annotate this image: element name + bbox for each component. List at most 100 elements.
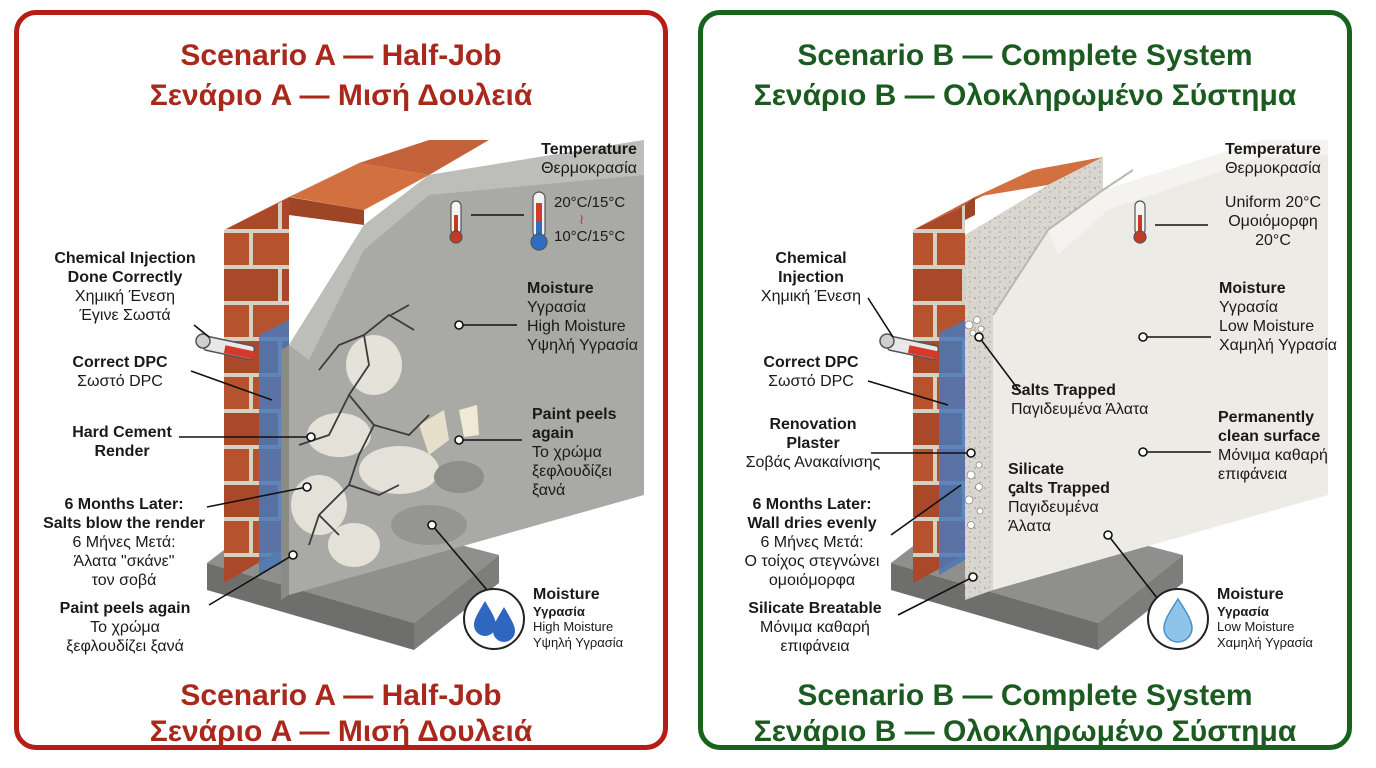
label-paint-peels-right: Paint peels again Το χρώμα ξεφλουδίζει ξ… (532, 405, 616, 500)
trapped-salt-crystals (964, 316, 985, 529)
scenario-a-title-gr: Σενάριο A — Μισή Δουλειά (149, 79, 533, 112)
label-text: Χημική Ένεση (74, 288, 176, 305)
moisture-badge-label: Moisture Υγρασία High Moisture Υψηλή Υγρ… (533, 585, 623, 651)
thermometer-icon (1133, 200, 1147, 244)
label-text: High Moisture (533, 619, 614, 634)
label-correct-dpc: Correct DPC Σωστό DPC (55, 353, 185, 391)
thermometer-icon (530, 191, 548, 251)
label-text: Chemical Injection (54, 250, 196, 267)
label-text: Low Moisture (1219, 318, 1315, 335)
label-text: Correct DPC (72, 354, 168, 371)
label-text: ξεφλουδίζει (532, 463, 612, 480)
temperature-value: Uniform 20°C Ομοιόμορφη 20°C (1208, 193, 1338, 250)
label-text: Salts blow the render (43, 515, 205, 532)
label-text: Το χρώμα (90, 619, 160, 636)
scenario-b-title-gr: Σενάριο B — Ολοκληρωμένο Σύστημα (753, 79, 1297, 112)
label-text: επιφάνεια (1218, 466, 1288, 483)
label-text: Υψηλή Υγρασία (533, 635, 624, 650)
leader-dots (966, 332, 1148, 582)
label-renovation-plaster: Renovation Plaster Σοβάς Ανακαίνισης (723, 415, 903, 472)
label-text: Υγρασία (527, 299, 586, 316)
label-text: Moisture (533, 586, 600, 603)
label-text: Θερμοκρασία (1225, 160, 1321, 177)
label-six-months-later: 6 Months Later: Wall dries evenly 6 Μήνε… (717, 495, 907, 590)
label-text: Temperature (541, 141, 637, 158)
moisture-badge-icon (463, 588, 525, 650)
label-text: Σωστό DPC (77, 373, 163, 390)
scenario-a-footer-en: Scenario A — Half-Job (180, 679, 502, 712)
leader-dots (288, 320, 464, 560)
label-text: Silicate (1008, 461, 1065, 478)
injection-syringe (879, 333, 940, 361)
label-text: clean surface (1218, 428, 1321, 445)
label-text: Χαμηλή Υγρασία (1219, 337, 1338, 354)
silicate-finish-face (993, 140, 1328, 590)
label-text: Chemical (775, 250, 847, 267)
label-six-months-later: 6 Months Later: Salts blow the render 6 … (29, 495, 219, 590)
render-cracks (298, 304, 430, 546)
label-text: Plaster (786, 435, 840, 452)
injection-syringe (195, 333, 256, 361)
label-text: Hard Cement (72, 424, 172, 441)
label-moisture: Moisture Υγρασία Low Moisture Χαμηλή Υγρ… (1219, 279, 1337, 355)
label-text: Υψηλή Υγρασία (527, 337, 638, 354)
label-text: Moisture (1219, 280, 1286, 297)
label-text: 6 Μήνες Μετά: (760, 534, 864, 551)
label-text: Uniform 20°C (1224, 194, 1322, 211)
scenario-b-wall-illustration (867, 140, 1328, 650)
label-text: Low Moisture (1217, 619, 1295, 634)
label-text: τον σοβά (91, 572, 157, 589)
label-text: again (532, 425, 574, 442)
label-text: Έγινε Σωστά (79, 307, 171, 324)
label-temperature: Temperature Θερμοκρασία (1208, 140, 1338, 178)
peeling-paint (391, 405, 484, 545)
label-text: Wall dries evenly (747, 515, 877, 532)
label-chemical-injection: Chemical Injection Χημική Ένεση (741, 249, 881, 306)
label-text: ξεφλουδίζει ξανά (66, 638, 184, 655)
label-text: Done Correctly (67, 269, 183, 286)
thermometer-icon (449, 200, 463, 244)
label-text: Χημική Ένεση (760, 288, 862, 305)
label-text: Άλατα "σκάνε" (73, 553, 175, 570)
temperature-swing-icon: ≀ (579, 211, 585, 227)
label-text: Σοβάς Ανακαίνισης (745, 454, 881, 471)
label-text: Παγιδευμένα (1008, 499, 1099, 516)
label-text: Ο τοίχος στεγνώνει (744, 553, 880, 570)
label-text: 6 Μήνες Μετά: (72, 534, 176, 551)
label-text: Παγιδευμένα Άλατα (1011, 401, 1149, 418)
label-text: Silicate Breatable (748, 600, 882, 617)
label-silicate-salts-trapped: Silicate ꞔalts Trapped Παγιδευμένα Άλατα (1008, 460, 1110, 536)
brick-top (224, 140, 489, 230)
label-paint-peels-bottom: Paint peels again Το χρώμα ξεφλουδίζει ξ… (43, 599, 207, 656)
leader-lines (179, 214, 524, 606)
moisture-badge-label: Moisture Υγρασία Low Moisture Χαμηλή Υγρ… (1217, 585, 1313, 651)
label-text: Permanently (1218, 409, 1315, 426)
scenario-b-panel: Scenario B — Complete System Σενάριο B —… (698, 10, 1352, 750)
brick-top (913, 157, 1103, 230)
label-text: Renovation (769, 416, 857, 433)
label-temperature: Temperature Θερμοκρασία (524, 140, 654, 178)
dpc-band (939, 320, 965, 575)
label-text: 6 Months Later: (752, 496, 872, 513)
label-text: Salts Trapped (1011, 382, 1116, 399)
label-silicate-breatable: Silicate Breatable Μόνιμα καθαρή επιφάνε… (725, 599, 905, 656)
label-permanently-clean-surface: Permanently clean surface Μόνιμα καθαρή … (1218, 408, 1328, 484)
moisture-badge-icon (1147, 588, 1209, 650)
label-text: Render (94, 443, 150, 460)
label-text: Άλατα (1008, 518, 1052, 535)
label-text: Υγρασία (533, 604, 585, 619)
scenario-b-title-en: Scenario B — Complete System (797, 39, 1253, 72)
leader-lines (867, 224, 1211, 616)
label-text: ꞔalts Trapped (1008, 480, 1110, 497)
temperature-value-high: 20°C/15°C (554, 194, 626, 211)
label-chemical-injection: Chemical Injection Done Correctly Χημική… (39, 249, 211, 325)
label-text: Χαμηλή Υγρασία (1217, 635, 1313, 650)
label-text: Υγρασία (1219, 299, 1278, 316)
label-text: Paint peels again (59, 600, 191, 617)
label-text: Correct DPC (763, 354, 859, 371)
label-text: ομοιόμορφα (768, 572, 856, 589)
scenario-a-panel: Scenario A — Half-Job Σενάριο A — Μισή Δ… (14, 10, 668, 750)
label-text: High Moisture (527, 318, 626, 335)
label-text: Σωστό DPC (768, 373, 854, 390)
temperature-value-low: 10°C/15°C (554, 228, 626, 245)
